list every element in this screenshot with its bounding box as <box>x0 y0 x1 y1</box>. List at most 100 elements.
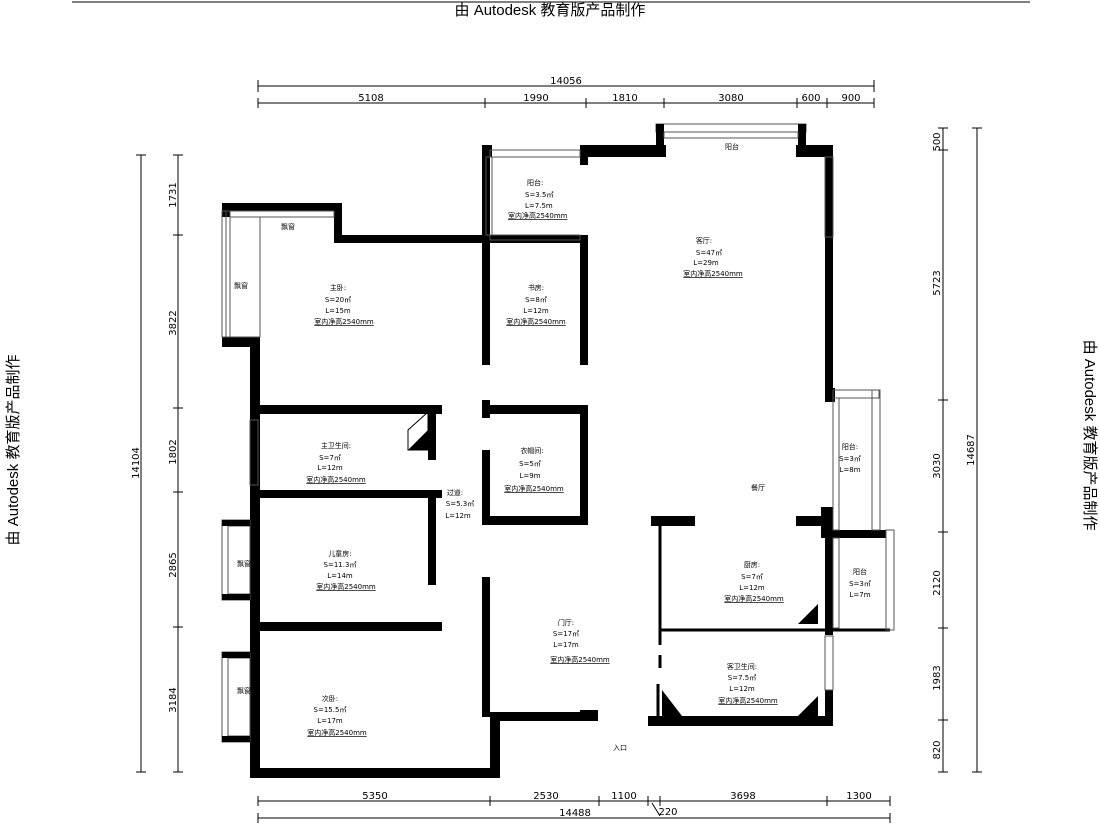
room-name: 书房: <box>528 283 544 292</box>
dim-bottom-4: 220 <box>658 807 677 818</box>
room-area: S=47㎡ <box>696 249 722 257</box>
room-perimeter: L=12m <box>523 307 549 315</box>
bay-label-2: 飘窗 <box>234 281 248 290</box>
room-name: 阳台: <box>527 178 543 187</box>
bay-label-4: 飘窗 <box>237 686 251 695</box>
walls <box>222 145 886 778</box>
dim-top-5: 600 <box>801 93 820 104</box>
room-name: 阳台 <box>853 567 867 576</box>
watermark-top: 由 Autodesk 教育版产品制作 <box>455 2 646 19</box>
dim-top-6: 900 <box>841 93 860 104</box>
room-perimeter: L=17m <box>553 641 579 649</box>
room-name: 门厅: <box>558 618 574 627</box>
room-perimeter: L=14m <box>327 572 353 580</box>
dim-top-3: 1810 <box>612 93 637 104</box>
room-area: S=7㎡ <box>319 454 341 462</box>
room-height: 室内净高2540mm <box>550 655 610 664</box>
room-perimeter: L=15m <box>325 307 351 315</box>
watermark-left: 由 Autodesk 教育版产品制作 <box>5 355 22 546</box>
dim-right-1: 500 <box>932 132 943 151</box>
room-name: 过道: <box>447 488 463 497</box>
room-corridor: 过道: S=5.3㎡ L=12m <box>445 488 474 520</box>
room-area: S=15.5㎡ <box>314 706 347 714</box>
top-dimension-lines <box>257 80 875 108</box>
dim-right-2: 5723 <box>932 270 943 295</box>
room-master-bath: 主卫生间: S=7㎡ L=12m 室内净高2540mm <box>306 441 366 484</box>
room-perimeter: L=12m <box>317 464 343 472</box>
dim-left-1: 1731 <box>168 182 179 207</box>
dim-top-4: 3080 <box>718 93 743 104</box>
room-area: S=11.3㎡ <box>324 561 357 569</box>
dim-left-total: 14104 <box>131 447 142 479</box>
bay-label-1: 飘窗 <box>281 222 295 231</box>
dim-bottom-6: 1300 <box>846 791 871 802</box>
room-height: 室内净高2540mm <box>316 582 376 591</box>
room-balcony-small: 阳台 S=3㎡ L=7m <box>849 567 871 599</box>
room-name: 次卧: <box>322 694 338 703</box>
kitchen-shaft <box>798 604 818 624</box>
label-dining: 餐厅 <box>751 483 765 492</box>
fixture-shaft-fill <box>408 430 428 450</box>
dim-bottom-1: 5350 <box>362 791 387 802</box>
guest-bath-shaft-right <box>798 696 818 716</box>
left-dimension-lines <box>136 154 183 773</box>
dim-left-2: 3822 <box>168 310 179 335</box>
room-height: 室内净高2540mm <box>683 269 743 278</box>
dim-bottom-5: 3698 <box>730 791 755 802</box>
dim-top-total: 14056 <box>550 76 582 87</box>
room-height: 室内净高2540mm <box>307 728 367 737</box>
room-name: 主卫生间: <box>321 441 351 450</box>
guest-bath-shaft-left <box>662 690 682 716</box>
dim-bottom-2: 2530 <box>533 791 558 802</box>
room-height: 室内净高2540mm <box>314 317 374 326</box>
dim-right-3: 3030 <box>932 453 943 478</box>
windows <box>221 123 895 743</box>
room-perimeter: L=12m <box>729 685 755 693</box>
room-height: 室内净高2540mm <box>504 484 564 493</box>
room-height: 室内净高2540mm <box>718 696 778 705</box>
room-balcony-right: 阳台: S=3㎡ L=8m <box>839 442 861 474</box>
dim-right-4: 2120 <box>932 570 943 595</box>
room-height: 室内净高2540mm <box>506 317 566 326</box>
room-height: 室内净高2540mm <box>508 211 568 220</box>
label-entrance: 入口 <box>613 744 627 752</box>
room-second: 次卧: S=15.5㎡ L=17m 室内净高2540mm <box>307 694 367 737</box>
room-name: 主卧: <box>330 283 346 292</box>
dim-bottom-3: 1100 <box>611 791 636 802</box>
room-perimeter: L=8m <box>839 466 860 474</box>
right-dimension-lines <box>938 127 982 773</box>
room-area: S=5.3㎡ <box>446 500 474 508</box>
room-name: 厨房: <box>744 560 760 569</box>
dim-left-5: 3184 <box>168 687 179 712</box>
room-balcony-left: 阳台: S=3.5㎡ L=7.5m 室内净高2540mm <box>508 178 568 220</box>
room-name: 儿童房: <box>328 549 351 558</box>
room-name: 衣帽间: <box>520 446 543 455</box>
room-living: 客厅: S=47㎡ L=29m 室内净高2540mm <box>683 236 743 278</box>
room-name: 客厅: <box>696 236 712 245</box>
dim-bottom-total: 14488 <box>559 808 591 819</box>
room-study: 书房: S=8㎡ L=12m 室内净高2540mm <box>506 283 566 326</box>
room-perimeter: L=9m <box>519 472 540 480</box>
room-height: 室内净高2540mm <box>306 475 366 484</box>
room-area: S=3㎡ <box>849 580 871 588</box>
dim-right-total: 14687 <box>966 434 977 466</box>
room-area: S=3.5㎡ <box>525 191 553 199</box>
room-foyer: 门厅: S=17㎡ L=17m 室内净高2540mm <box>550 618 610 664</box>
room-area: S=8㎡ <box>525 296 547 304</box>
room-area: S=3㎡ <box>839 455 861 463</box>
room-area: S=7.5㎡ <box>728 674 756 682</box>
room-name: 阳台: <box>842 442 858 451</box>
room-perimeter: L=17m <box>317 717 343 725</box>
room-perimeter: L=7m <box>849 591 870 599</box>
room-area: S=20㎡ <box>325 296 351 304</box>
room-perimeter: L=7.5m <box>525 202 553 210</box>
watermark-right: 由 Autodesk 教育版产品制作 <box>1081 340 1098 531</box>
dim-top-1: 5108 <box>358 93 383 104</box>
room-area: S=7㎡ <box>741 573 763 581</box>
room-area: S=5㎡ <box>519 460 541 468</box>
room-area: S=17㎡ <box>553 630 579 638</box>
room-storage: 衣帽间: S=5㎡ L=9m 室内净高2540mm <box>504 446 564 493</box>
bay-label-3: 飘窗 <box>237 559 251 568</box>
dim-top-2: 1990 <box>523 93 548 104</box>
